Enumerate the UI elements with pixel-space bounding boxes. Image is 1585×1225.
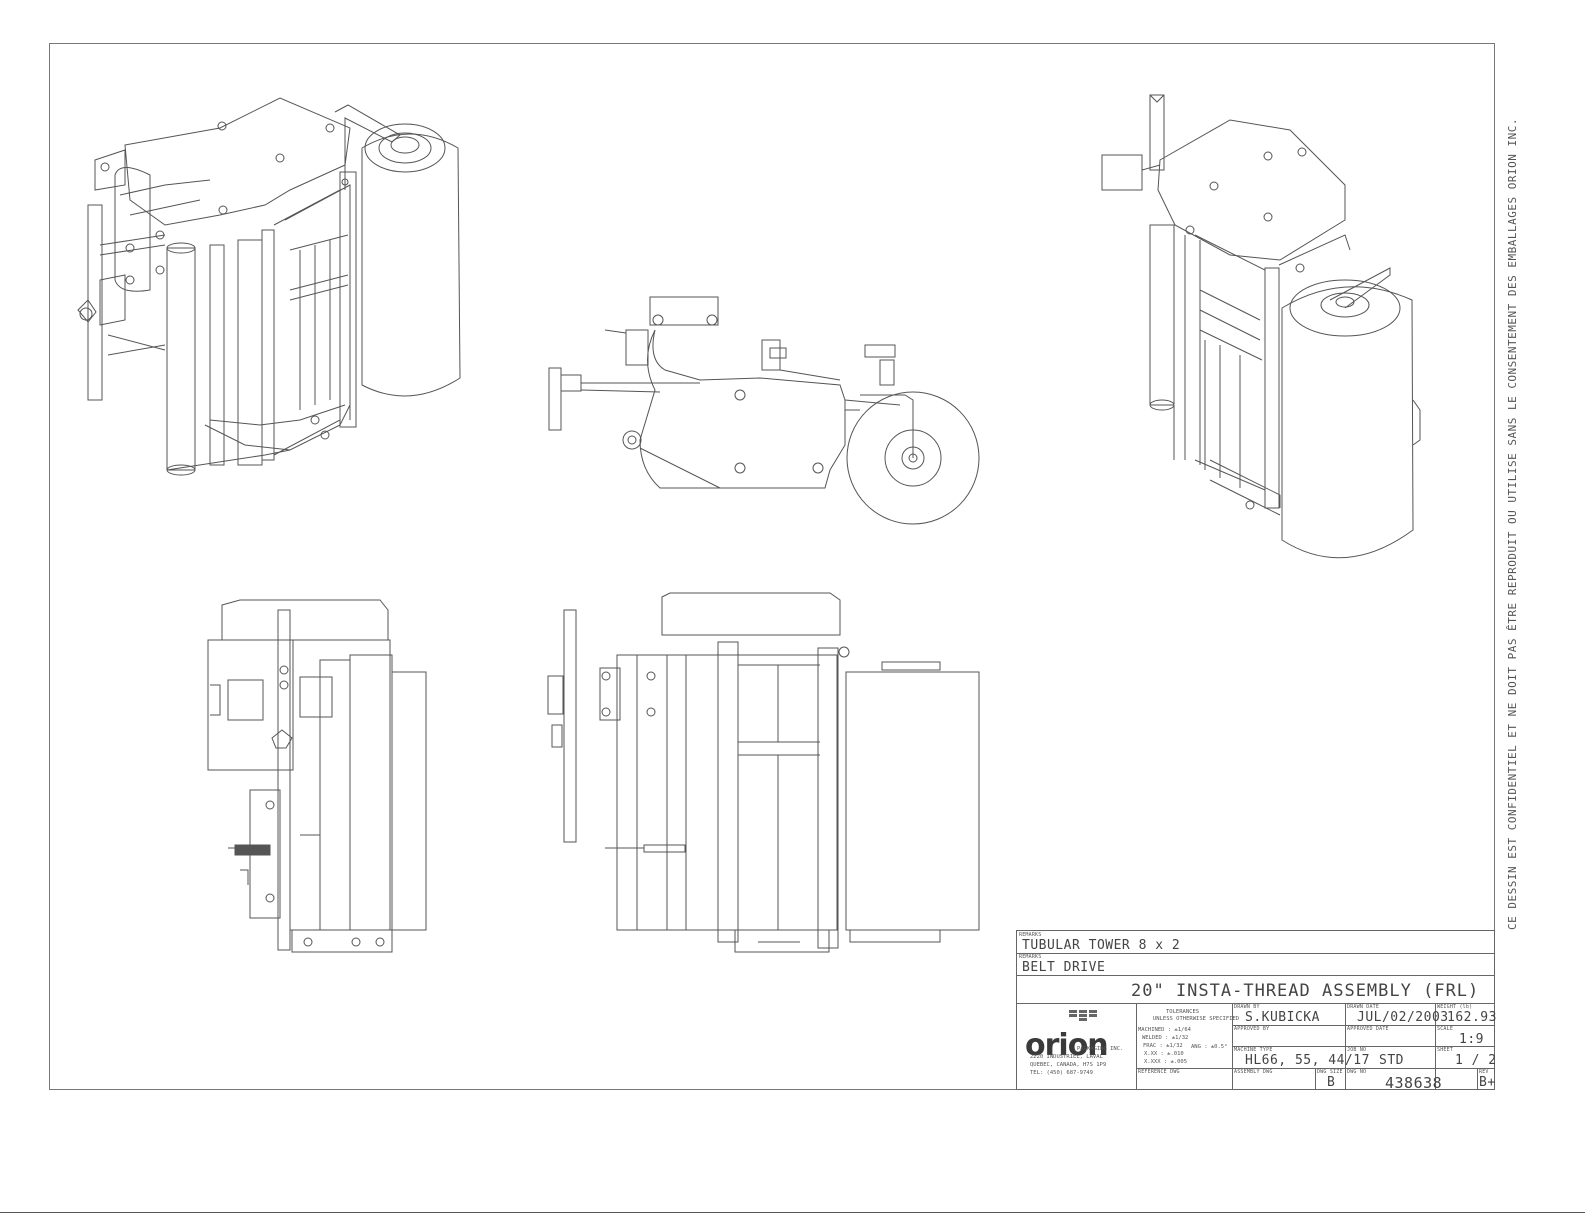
confidentiality-note: CE DESSIN EST CONFIDENTIEL ET NE DOIT PA…	[1506, 118, 1519, 930]
drawn-by-value: S.KUBICKA	[1245, 1010, 1320, 1025]
drawing-border	[49, 43, 1495, 1090]
scale-value: 1:9	[1459, 1032, 1484, 1047]
page-bottom-rule	[0, 1212, 1585, 1213]
job-no-value: STD	[1379, 1053, 1404, 1068]
tolerance-line: WELDED : ±1/32	[1142, 1035, 1189, 1041]
drawn-by-label: DRAWN BY	[1234, 1004, 1260, 1010]
remarks-label: REMARKS	[1019, 932, 1042, 938]
approved-date-label: APPROVED DATE	[1347, 1026, 1389, 1032]
side-view	[549, 297, 979, 524]
isometric-view-right	[1102, 95, 1420, 558]
title-block: REMARKS TUBULAR TOWER 8 x 2 REMARKS BELT…	[1016, 930, 1497, 1092]
company-name: PACKAGING INC.	[1077, 1046, 1124, 1052]
orion-logo: orion	[1025, 1010, 1127, 1063]
weight-value: 162.93	[1447, 1010, 1497, 1025]
drawn-date-label: DRAWN DATE	[1347, 1004, 1380, 1010]
tolerance-line: X.XX : ±.010	[1144, 1051, 1184, 1057]
scale-label: SCALE	[1437, 1026, 1454, 1032]
approved-by-label: APPROVED BY	[1234, 1026, 1270, 1032]
remarks-value: TUBULAR TOWER 8 x 2	[1022, 938, 1181, 953]
job-no-label: JOB NO	[1347, 1047, 1367, 1053]
tolerances-heading: TOLERANCES	[1166, 1009, 1200, 1015]
assembly-dwg-label: ASSEMBLY DWG	[1234, 1069, 1273, 1075]
remarks-label: REMARKS	[1019, 954, 1042, 960]
logo-grid-mark	[1069, 1010, 1097, 1021]
dwg-size-value: B	[1327, 1075, 1336, 1090]
drawn-date-value: JUL/02/2003	[1357, 1010, 1449, 1025]
company-address: 2220 INDUSTRIEL, LAVAL	[1030, 1054, 1103, 1060]
rear-view	[548, 593, 979, 952]
tolerance-line: MACHINED : ±1/64	[1138, 1027, 1191, 1033]
company-address: QUEBEC, CANADA, H7S 1P9	[1030, 1062, 1107, 1068]
rev-value: B+	[1479, 1075, 1496, 1090]
front-view	[208, 600, 426, 952]
sheet-label: SHEET	[1437, 1047, 1454, 1053]
tolerances-subheading: UNLESS OTHERWISE SPECIFIED	[1153, 1016, 1240, 1022]
rev-label: REV	[1479, 1069, 1489, 1075]
tolerance-angle: ANG : ±0.5°	[1191, 1044, 1228, 1050]
tolerance-line: FRAC : ±1/32	[1143, 1043, 1183, 1049]
tolerance-line: X.XXX : ±.005	[1144, 1059, 1188, 1065]
company-phone: TEL: (450) 687-9749	[1030, 1070, 1093, 1076]
remarks-value: BELT DRIVE	[1022, 960, 1106, 975]
dwg-no-label: DWG NO	[1347, 1069, 1367, 1075]
machine-type-value: HL66, 55, 44/17	[1245, 1053, 1370, 1068]
isometric-view-left	[78, 98, 460, 475]
sheet-value: 1 / 2	[1455, 1053, 1497, 1068]
dwg-no-value: 438638	[1385, 1074, 1443, 1092]
machine-type-label: MACHINE TYPE	[1234, 1047, 1273, 1053]
dwg-size-label: DWG SIZE	[1317, 1069, 1343, 1075]
reference-dwg-label: REFERENCE DWG	[1138, 1069, 1180, 1075]
weight-label: WEIGHT (lb)	[1437, 1004, 1473, 1010]
drawing-title: 20" INSTA-THREAD ASSEMBLY (FRL)	[1131, 981, 1480, 1001]
logo-text: orion	[1025, 1028, 1109, 1063]
